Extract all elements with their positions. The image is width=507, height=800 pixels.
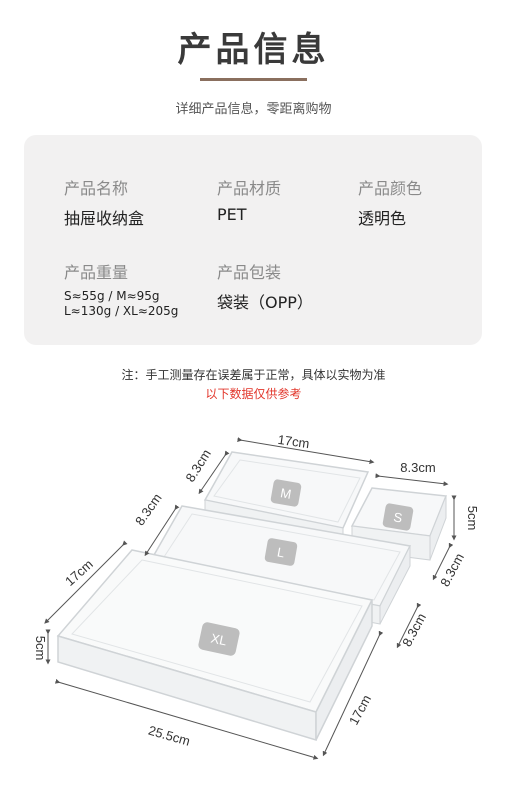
title-underline — [200, 78, 307, 81]
badge-l-text: L — [276, 544, 286, 560]
weight-label: 产品重量 — [64, 263, 129, 282]
dim-line-s-depth — [432, 542, 454, 581]
measurement-note: 注：手工测量存在误差属于正常，具体以实物为准 — [121, 368, 386, 382]
badge-xl-text: XL — [210, 630, 229, 648]
badge-m: M — [270, 479, 302, 507]
dim-xl-height: 5cm — [33, 636, 48, 661]
badge-l: L — [264, 538, 298, 566]
dim-l-right-depth: 8.3cm — [399, 611, 429, 649]
product-info-card: 产品名称 抽屉收纳盒 产品材质 PET 产品颜色 透明色 产品重量 S≈55g … — [24, 135, 482, 345]
page-title: 产品信息 — [177, 30, 330, 70]
weight-line-1: S≈55g / M≈95g — [64, 289, 160, 303]
package-label: 产品包装 — [217, 263, 282, 282]
drawer-organizer-illustration: M L S XL 17cm 8.3cm 8.3cm 8.3cm 5cm 8.3c… — [33, 432, 480, 760]
dim-line-m-width — [237, 437, 375, 465]
field-color: 产品颜色 透明色 — [358, 175, 422, 229]
badge-s: S — [382, 503, 414, 531]
weight-line-2: L≈130g / XL≈205g — [64, 304, 179, 318]
dim-line-xl-depth — [44, 540, 128, 624]
dim-m-width: 17cm — [277, 432, 311, 451]
dim-xl-width: 25.5cm — [147, 723, 192, 749]
dim-l-depth: 8.3cm — [132, 491, 165, 529]
field-weight: 产品重量 S≈55g / M≈95g L≈130g / XL≈205g — [64, 259, 178, 319]
dim-s-width: 8.3cm — [400, 460, 435, 475]
field-material: 产品材质 PET — [217, 175, 281, 224]
dim-line-xl-width — [54, 678, 319, 760]
badge-xl: XL — [198, 622, 240, 656]
color-value: 透明色 — [358, 209, 407, 228]
reference-note: 以下数据仅供参考 — [205, 387, 302, 401]
badge-s-text: S — [392, 509, 403, 525]
dim-xl-depth: 17cm — [62, 556, 96, 588]
dim-s-depth: 8.3cm — [437, 551, 467, 589]
material-label: 产品材质 — [217, 179, 282, 198]
name-value: 抽屉收纳盒 — [64, 209, 145, 228]
dim-line-l-right-depth — [396, 602, 422, 649]
dim-line-m-depth — [198, 450, 230, 495]
package-value: 袋装（OPP） — [217, 293, 313, 312]
dim-line-l-depth — [144, 504, 180, 557]
dim-s-height: 5cm — [465, 506, 480, 531]
dim-line-s-width — [375, 473, 449, 487]
dim-line-xl-right-depth — [322, 630, 384, 757]
badge-m-text: M — [279, 485, 292, 502]
color-label: 产品颜色 — [358, 179, 423, 198]
field-name: 产品名称 抽屉收纳盒 — [64, 175, 144, 229]
name-label: 产品名称 — [64, 179, 129, 198]
page-subtitle: 详细产品信息，零距离购物 — [175, 102, 332, 117]
material-value: PET — [217, 205, 247, 224]
field-package: 产品包装 袋装（OPP） — [217, 259, 313, 313]
